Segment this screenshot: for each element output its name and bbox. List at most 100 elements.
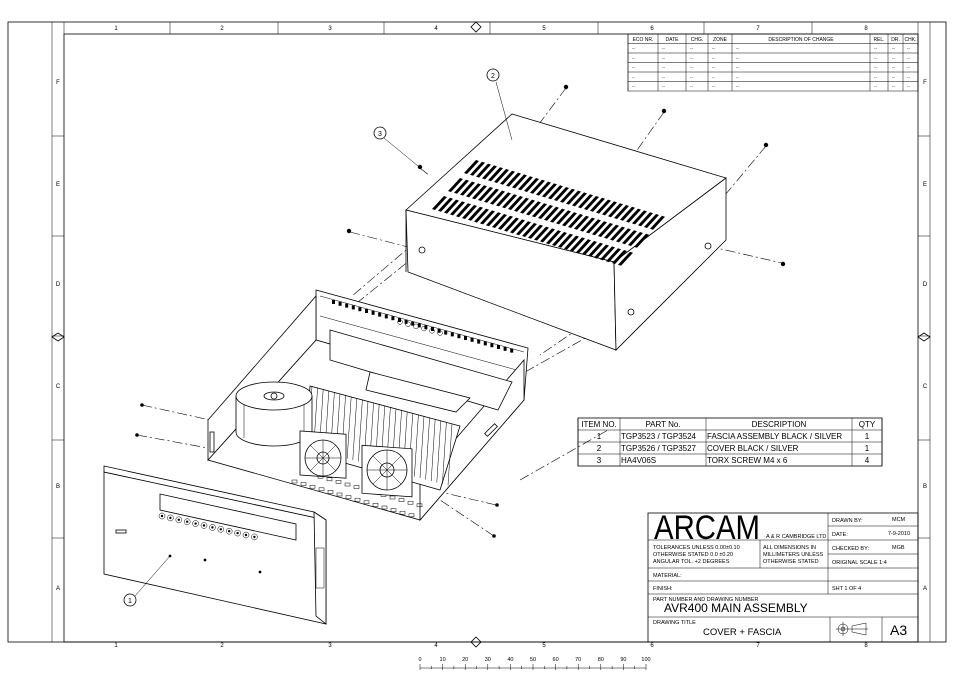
scale-bar-label: 20 <box>462 657 468 663</box>
revision-header: CHG. <box>691 37 704 43</box>
row-label-right: D <box>923 282 928 288</box>
center-mark-bottom <box>470 636 482 648</box>
balloon-3-label: 3 <box>378 131 382 138</box>
revision-cell: -- <box>690 75 693 80</box>
inner-border <box>63 33 919 643</box>
revision-header: ECO NR. <box>633 37 654 43</box>
bom-cell: 1 <box>865 432 870 441</box>
scale-bar-label: 30 <box>485 657 491 663</box>
sheet-number: SHT 1 OF 4 <box>832 586 861 592</box>
row-label-right: C <box>923 384 928 390</box>
revision-cell: -- <box>892 46 895 51</box>
revision-cell: -- <box>874 56 877 61</box>
scale-bar-label: 90 <box>620 657 626 663</box>
title-block: ARCAM A & R CAMBRIDGE LTD TOLERANCES UNL… <box>647 509 919 643</box>
center-mark-top <box>470 21 482 33</box>
row-label-right: F <box>923 80 927 86</box>
revision-cell: -- <box>690 56 693 61</box>
scale-bar-label: 50 <box>530 657 536 663</box>
revision-cell: -- <box>736 84 739 89</box>
balloon-3 <box>373 126 387 140</box>
bom-cell: 3 <box>597 456 602 465</box>
checked-by-label: CHECKED BY: <box>832 546 869 552</box>
revision-cell: -- <box>874 75 877 80</box>
scale-bar-label: 40 <box>507 657 513 663</box>
torx-screws <box>135 84 786 538</box>
revision-cell: -- <box>736 75 739 80</box>
bom-cell: HA4V06S <box>621 456 656 465</box>
revision-cell: -- <box>662 46 665 51</box>
finish-label: FINISH: <box>653 586 673 592</box>
column-label-top: 1 <box>114 26 118 32</box>
balloon-1 <box>123 593 137 607</box>
row-label-left: A <box>56 586 60 592</box>
exploded-assembly-drawing: 1 2 3 <box>103 68 786 625</box>
revision-cell: -- <box>874 46 877 51</box>
company-name: A & R CAMBRIDGE LTD <box>766 534 826 540</box>
item-balloons: 1 2 3 <box>123 68 513 607</box>
chassis-part <box>207 289 529 522</box>
row-label-left: C <box>56 384 61 390</box>
revision-cell: -- <box>690 46 693 51</box>
arcam-logo: ARCAM <box>654 509 760 547</box>
revision-cell: -- <box>892 84 895 89</box>
revision-cell: -- <box>662 56 665 61</box>
row-label-right: E <box>923 182 927 188</box>
revision-cell: -- <box>690 65 693 70</box>
bom-header: QTY <box>859 420 876 429</box>
revision-cell: -- <box>736 46 739 51</box>
column-label-bottom: 2 <box>220 643 224 649</box>
third-angle-projection-icon <box>836 622 868 636</box>
revision-cell: -- <box>662 65 665 70</box>
revision-cell: -- <box>662 75 665 80</box>
revision-cell: -- <box>874 84 877 89</box>
balloon-2-label: 2 <box>491 73 495 80</box>
revision-cell: -- <box>632 75 635 80</box>
revision-cell: -- <box>662 84 665 89</box>
revision-cell: -- <box>712 56 715 61</box>
cooling-fan-right <box>361 444 413 498</box>
scale-bar-label: 0 <box>418 657 421 663</box>
column-label-bottom: 8 <box>864 643 868 649</box>
column-label-top: 3 <box>328 26 332 32</box>
tolerance-line-2: OTHERWISE STATED 0.0 ±0.20 <box>653 552 733 558</box>
column-label-bottom: 5 <box>542 643 546 649</box>
column-label-top: 2 <box>220 26 224 32</box>
toroidal-transformer <box>235 381 313 447</box>
tolerance-line-1: TOLERANCES UNLESS 0.00±0.10 <box>653 545 740 551</box>
date-value: 7-9-2010 <box>888 531 910 537</box>
part-number-label: PART NUMBER AND DRAWING NUMBER <box>653 597 759 603</box>
fascia-part <box>103 465 327 625</box>
revision-cell: -- <box>632 56 635 61</box>
bom-cell: TORX SCREW M4 x 6 <box>707 456 788 465</box>
bom-cell: FASCIA ASSEMBLY BLACK / SILVER <box>707 432 842 441</box>
column-label-top: 8 <box>864 26 868 32</box>
center-mark-right <box>917 332 931 342</box>
row-label-left: F <box>56 80 60 86</box>
checked-by-value: MGB <box>892 545 905 551</box>
column-label-bottom: 1 <box>114 643 118 649</box>
row-label-left: B <box>56 484 60 490</box>
bom-cell: 1 <box>597 432 602 441</box>
column-label-bottom: 4 <box>434 643 438 649</box>
balloon-1-label: 1 <box>128 598 132 605</box>
scale-bar-label: 80 <box>598 657 604 663</box>
column-label-bottom: 7 <box>756 643 760 649</box>
scale-bar-label: 10 <box>440 657 446 663</box>
material-label: MATERIAL: <box>653 573 682 579</box>
revision-cell: -- <box>892 75 895 80</box>
dimensions-note-2: MILLIMETERS UNLESS <box>763 552 824 558</box>
revision-cell: -- <box>907 56 910 61</box>
revision-cell: -- <box>632 84 635 89</box>
revision-cell: -- <box>892 65 895 70</box>
revision-cell: -- <box>907 75 910 80</box>
dimensions-note-1: ALL DIMENSIONS IN <box>763 545 816 551</box>
